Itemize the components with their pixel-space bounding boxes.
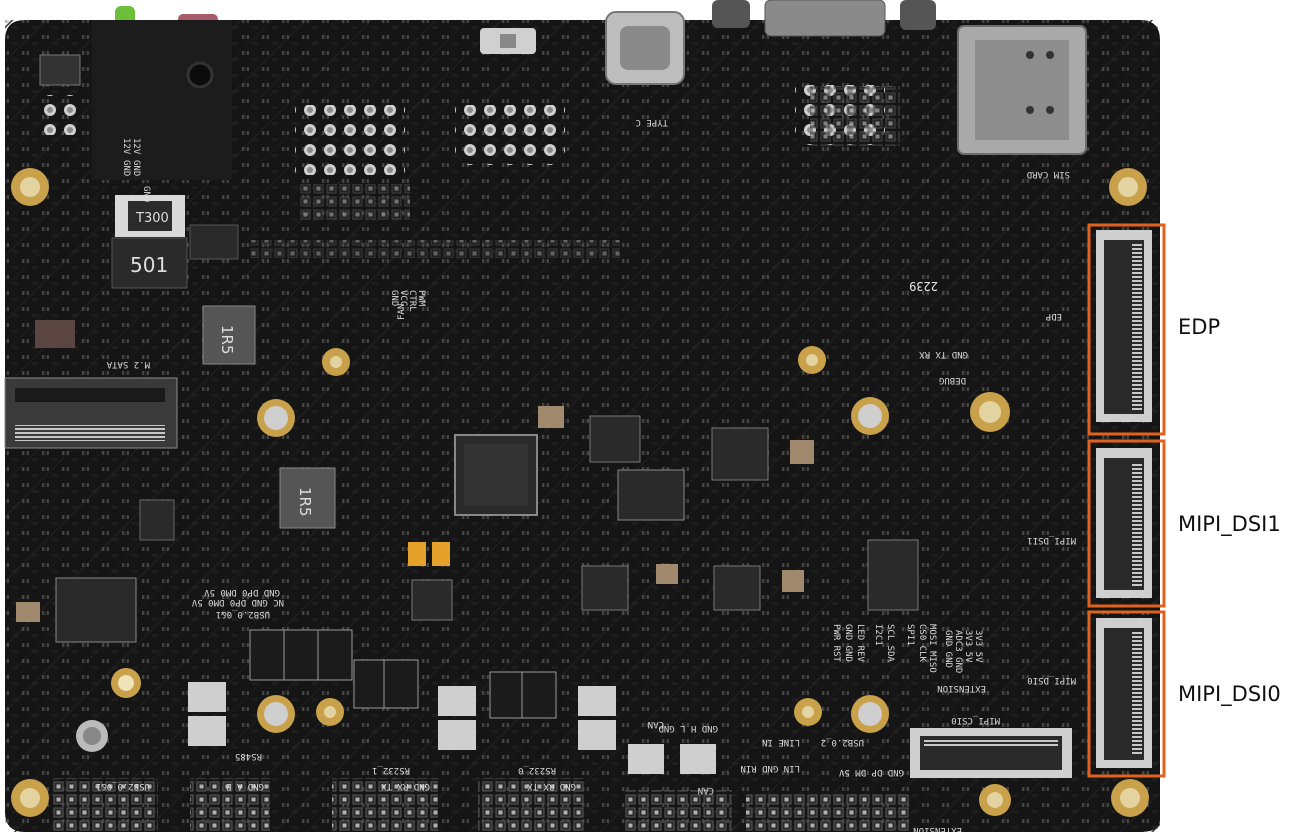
silk-ext-col-3: GND GND	[943, 630, 953, 668]
callout-edp-label: EDP	[1178, 315, 1221, 339]
mipi-dsi0-highlight-box	[1087, 610, 1166, 778]
silk-rs485: RS485	[235, 751, 262, 761]
silk-12v-1: 12V	[121, 138, 131, 155]
inductor-1r5-a	[202, 305, 256, 365]
silk-gnd-top: GND	[141, 186, 151, 202]
silk-usb20-2-pins: GND DP DM 5V	[838, 767, 904, 777]
silk-edp: EDP	[1045, 311, 1062, 321]
callout-mipi-dsi1-label: MIPI_DSI1	[1178, 512, 1281, 536]
mipi-dsi1-connector	[1096, 448, 1152, 598]
silk-type-c: TYPE C	[635, 117, 668, 127]
silk-gnd-0: GND	[131, 160, 141, 176]
silk-extension-a: EXTENSION	[937, 683, 986, 693]
header-rs232-0	[478, 778, 584, 832]
silk-fan-pin-1: VCC	[398, 290, 408, 306]
silk-ext-col-9: LED REV	[855, 624, 865, 663]
silk-fan-pin-0: GND	[389, 290, 399, 306]
dsub-connector	[764, 0, 886, 37]
silk-line-in: LINE IN	[762, 737, 800, 747]
silk-usb20-2: USB2.0_2	[821, 737, 864, 747]
mounting-holes	[11, 168, 1149, 817]
header-rs232-1	[332, 778, 438, 832]
silk-fan-pin-3: PWM	[416, 290, 426, 307]
marking-t300: T300	[135, 211, 169, 226]
silk-ext-col-0: 3V3 5V	[973, 630, 983, 663]
header-rs485	[190, 778, 270, 832]
inductor-1r5-b	[279, 467, 336, 529]
silk-m2-sata: M.2 SATA	[106, 359, 150, 369]
silk-fan-pin-2: CTRL	[407, 290, 417, 312]
silk-can-a: CAN	[648, 719, 664, 729]
callout-mipi-dsi0-label: MIPI_DSI0	[1178, 682, 1281, 706]
silk-ext-col-2: ADC3 GND	[953, 630, 963, 673]
silk-ext-col-8: I2C1	[873, 624, 883, 646]
silk-extension-table: 3V3 5V 3V3 5V ADC3 GND GND GND MOSI MISO…	[831, 624, 983, 673]
marking-1r5-b: 1R5	[296, 487, 314, 517]
silk-ext-col-6: SPI1	[905, 624, 915, 646]
silk-ext-col-10: GND GND	[843, 624, 853, 662]
inductor-501	[111, 237, 188, 289]
silk-ext-col-5: CS0 CLK	[917, 624, 927, 663]
silk-ext-col-4: MOSI MISO	[927, 624, 937, 673]
silk-ext-col-7: SCL SDA	[885, 624, 895, 663]
mipi-csi0-connector	[910, 728, 1072, 778]
header-usb20-0-1	[52, 778, 158, 832]
header-extension	[746, 794, 910, 832]
silk-usb20-0-1-pins-2: NC GND DP0 DM0 5V	[191, 597, 284, 607]
mipi-dsi1-highlight-box	[1087, 439, 1166, 608]
silk-mipi-dsi1: MIPI_DSI1	[1027, 535, 1076, 545]
silk-12v-0: 12V	[131, 138, 141, 155]
marking-1r5-a: 1R5	[218, 325, 236, 355]
edp-highlight-box	[1087, 223, 1166, 436]
silk-usb20-0-1-a: USB2.0_0&1	[216, 609, 270, 619]
silk-board-code: 2239	[909, 279, 938, 293]
silk-fan: FAN	[397, 304, 407, 320]
silk-mipi-dsi0: MIPI_DSI0	[1027, 675, 1076, 685]
silk-rs232-0-pins: GND RX TX	[527, 781, 576, 791]
silk-extension-b: EXTENSION	[913, 825, 962, 832]
silk-sim-card: SIM CARD	[1027, 169, 1070, 179]
silk-usb20-0-1-pins-1: GND DP0 DM0 5V	[204, 587, 280, 597]
marking-501: 501	[130, 253, 168, 277]
edp-connector	[1096, 230, 1152, 422]
silk-can-b: CAN	[698, 785, 714, 795]
silk-usb20-0-1-b: USB2.0_0&1	[96, 781, 150, 791]
header-can	[624, 790, 732, 832]
mipi-dsi0-connector	[1096, 618, 1152, 768]
silk-can-pins: GND H L GND	[658, 723, 718, 733]
silk-debug-pins: GND TX RX	[919, 349, 968, 359]
silk-rs232-1: RS232_1	[372, 765, 410, 775]
silk-rs232-1-pins: GND RX TX	[381, 781, 430, 791]
silk-gnd-1: GND	[121, 160, 131, 176]
silk-ext-col-11: PWR RST	[831, 624, 841, 663]
silk-rs485-pins: GND A B	[226, 781, 264, 791]
silk-lin-gnd-rin: LIN GND RIN	[740, 763, 800, 773]
silk-debug: DEBUG	[939, 375, 966, 385]
silk-rs232-0: RS232_0	[518, 765, 556, 775]
silk-mipi-csi0: MIPI_CSI0	[951, 715, 1000, 725]
silk-ext-col-1: 3V3 5V	[963, 630, 973, 663]
